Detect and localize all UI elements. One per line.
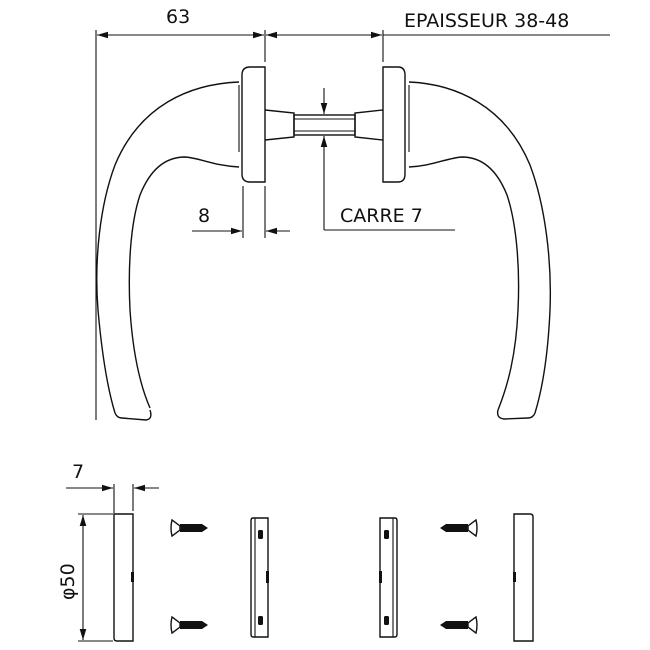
dimension-7: 7 xyxy=(66,461,159,513)
diameter-50-label: φ50 xyxy=(57,563,79,600)
dimension-door-thickness: EPAISSEUR 38-48 xyxy=(266,10,610,62)
base-plate-left xyxy=(250,517,269,638)
base-plate-right xyxy=(379,517,398,638)
screw-pair-right xyxy=(440,518,478,635)
cover-plate-right xyxy=(513,513,534,642)
screw-icon xyxy=(170,615,208,635)
dimension-diameter-50: φ50 xyxy=(57,513,113,642)
cover-plate-left xyxy=(113,513,134,642)
square-spindle xyxy=(264,109,384,141)
dimension-8-label: 8 xyxy=(198,205,210,227)
screw-pair-left xyxy=(170,518,208,635)
dimension-8: 8 xyxy=(192,186,290,238)
right-handle xyxy=(382,66,552,420)
dimension-63-label: 63 xyxy=(166,6,190,28)
screw-icon xyxy=(440,518,478,538)
carre-7-label: CARRE 7 xyxy=(340,205,423,227)
screw-icon xyxy=(440,615,478,635)
screw-icon xyxy=(170,518,208,538)
left-handle xyxy=(96,66,266,421)
door-thickness-label: EPAISSEUR 38-48 xyxy=(404,10,569,32)
dimension-carre-7: CARRE 7 xyxy=(320,88,455,231)
dimension-7-label: 7 xyxy=(72,461,84,483)
dimension-63: 63 xyxy=(95,6,266,420)
